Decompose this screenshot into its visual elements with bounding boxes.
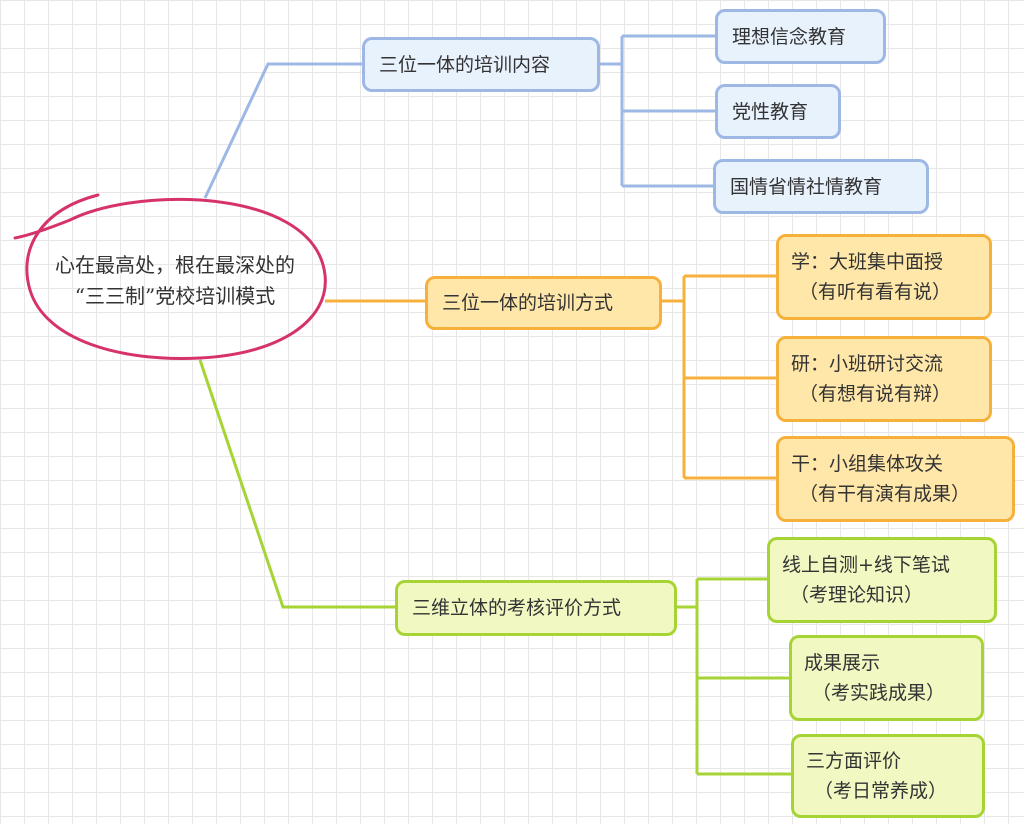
branch-label: 三位一体的培训方式 [442, 292, 614, 314]
root-node[interactable]: 心在最高处，根在最深处的 “三三制”党校培训模式 [20, 250, 330, 312]
method-title: 学：大班集中面授 [791, 251, 944, 273]
method-detail: （有干有演有成果） [799, 483, 971, 505]
connector-branch3-children [677, 577, 791, 776]
connector-branch1-children [600, 34, 715, 188]
assessment-written-test[interactable]: 线上自测+线下笔试 （考理论知识） [767, 537, 997, 623]
method-title: 研：小班研讨交流 [791, 353, 944, 375]
assessment-detail: （考实践成果） [812, 682, 946, 704]
assessment-three-party-evaluation[interactable]: 三方面评价 （考日常养成） [791, 734, 985, 818]
topic-label: 国情省情社情教育 [730, 175, 883, 198]
root-ellipse [13, 193, 327, 360]
connector-branch2-children [662, 274, 776, 480]
method-detail: （有想有说有辩） [799, 383, 952, 405]
topic-ideals-education[interactable]: 理想信念教育 [715, 9, 886, 64]
method-title: 干：小组集体攻关 [791, 453, 944, 475]
branch-training-content[interactable]: 三位一体的培训内容 [362, 37, 600, 92]
assessment-title: 线上自测+线下笔试 [782, 554, 950, 576]
topic-national-conditions-education[interactable]: 国情省情社情教育 [713, 159, 929, 214]
method-practice[interactable]: 干：小组集体攻关 （有干有演有成果） [776, 436, 1015, 522]
assessment-title: 成果展示 [804, 652, 881, 674]
branch-assessment-method[interactable]: 三维立体的考核评价方式 [395, 580, 677, 636]
method-study[interactable]: 学：大班集中面授 （有听有看有说） [776, 234, 992, 320]
topic-label: 党性教育 [732, 100, 809, 123]
assessment-title: 三方面评价 [806, 750, 902, 772]
root-title-line1: 心在最高处，根在最深处的 [55, 253, 295, 277]
connector-root-branch1 [203, 62, 362, 199]
branch-label: 三位一体的培训内容 [379, 53, 551, 76]
branch-training-method[interactable]: 三位一体的培训方式 [425, 276, 662, 330]
method-detail: （有听有看有说） [799, 281, 952, 303]
topic-party-spirit-education[interactable]: 党性教育 [715, 84, 841, 139]
connector-root-branch3 [198, 359, 395, 609]
assessment-achievement-display[interactable]: 成果展示 （考实践成果） [789, 635, 984, 721]
topic-label: 理想信念教育 [732, 25, 847, 48]
assessment-detail: （考理论知识） [790, 584, 924, 606]
root-title-line2: “三三制”党校培训模式 [74, 284, 276, 308]
branch-label: 三维立体的考核评价方式 [412, 597, 622, 619]
assessment-detail: （考日常养成） [814, 780, 948, 802]
method-research[interactable]: 研：小班研讨交流 （有想有说有辩） [776, 336, 992, 422]
